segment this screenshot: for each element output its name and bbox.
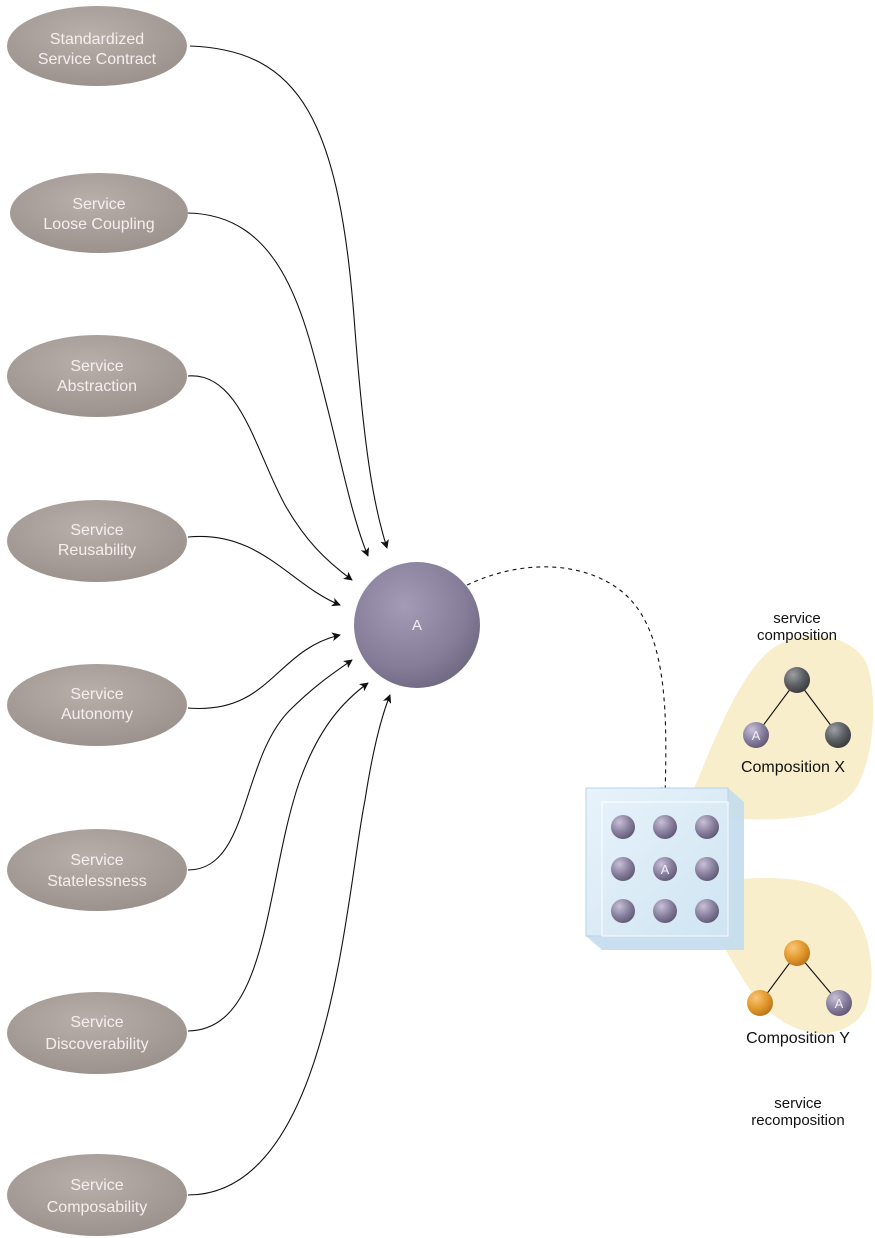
composition-x-service-a: [743, 722, 769, 748]
principle-label-line2: Composability: [47, 1199, 147, 1216]
hub-to-inventory-arrow: [466, 566, 670, 796]
inventory-service: [695, 815, 719, 839]
principle-service-reusability: Service Reusability: [7, 500, 187, 582]
principle-label-line2: Loose Coupling: [43, 216, 154, 233]
composition-y: A Composition Y service recomposition: [746, 940, 852, 1129]
principle-label-line1: Service: [70, 852, 123, 869]
inventory-service: [611, 899, 635, 923]
inventory-service: [611, 857, 635, 881]
inventory-service: [653, 815, 677, 839]
principle-label-line2: Discoverability: [45, 1036, 148, 1053]
principle-label-line1: Service: [70, 1014, 123, 1031]
connector-autonomy: [187, 632, 341, 710]
recomposition-caption-line2: recomposition: [751, 1112, 844, 1129]
connector-discoverability: [187, 682, 369, 1032]
inventory-services: A: [611, 815, 719, 923]
inventory-service: [653, 899, 677, 923]
service-a-hub: A: [354, 562, 480, 688]
principle-label-line1: Service: [70, 1177, 123, 1194]
inventory-service: [695, 857, 719, 881]
principle-label-line2: Statelessness: [47, 873, 147, 890]
principle-standardized-service-contract: Standardized Service Contract: [7, 6, 187, 86]
principle-label-line2: Reusability: [58, 542, 136, 559]
principle-label-line2: Abstraction: [57, 378, 137, 395]
hub-label: A: [412, 617, 422, 634]
composition-caption-line1: service: [773, 610, 821, 627]
composition-x: service composition A Composition X: [741, 610, 851, 776]
principle-label-line1: Service: [72, 196, 125, 213]
recomposition-caption-line1: service: [774, 1095, 822, 1112]
principle-label-line1: Service: [70, 686, 123, 703]
composition-caption-line2: composition: [757, 627, 837, 644]
principle-service-statelessness: Service Statelessness: [7, 829, 187, 911]
composition-x-region: [680, 635, 874, 820]
principle-label-line1: Service: [70, 358, 123, 375]
connector-statelessness: [187, 659, 353, 871]
principle-service-loose-coupling: Service Loose Coupling: [10, 173, 188, 253]
inventory-service-a: [653, 857, 677, 881]
composition-x-title: Composition X: [741, 759, 845, 776]
composition-y-member-label: A: [835, 996, 844, 1011]
composition-x-child-service: [825, 722, 851, 748]
connector-abstraction: [187, 375, 353, 581]
principle-service-autonomy: Service Autonomy: [7, 664, 187, 746]
principle-service-abstraction: Service Abstraction: [7, 335, 187, 417]
connector-composability: [187, 694, 392, 1196]
principle-label-line1: Service: [70, 522, 123, 539]
connector-reusability: [187, 535, 341, 607]
composition-y-title: Composition Y: [746, 1030, 850, 1047]
composition-y-child-service: [747, 990, 773, 1016]
composition-x-root-service: [784, 667, 810, 693]
service-inventory: A: [585, 787, 744, 950]
principle-service-composability: Service Composability: [7, 1154, 187, 1236]
connector-loose-coupling: [187, 212, 370, 557]
principle-service-discoverability: Service Discoverability: [7, 992, 187, 1074]
principle-label-line1: Standardized: [50, 31, 144, 48]
connector-standardized-contract: [189, 45, 389, 549]
principle-label-line2: Service Contract: [38, 51, 157, 68]
principle-label-line2: Autonomy: [61, 706, 133, 723]
composition-x-member-label: A: [752, 728, 761, 743]
composition-y-root-service: [784, 940, 810, 966]
composition-y-service-a: [826, 990, 852, 1016]
inventory-service-a-label: A: [661, 862, 670, 877]
inventory-service: [611, 815, 635, 839]
inventory-service: [695, 899, 719, 923]
principle-connectors: [187, 45, 392, 1196]
